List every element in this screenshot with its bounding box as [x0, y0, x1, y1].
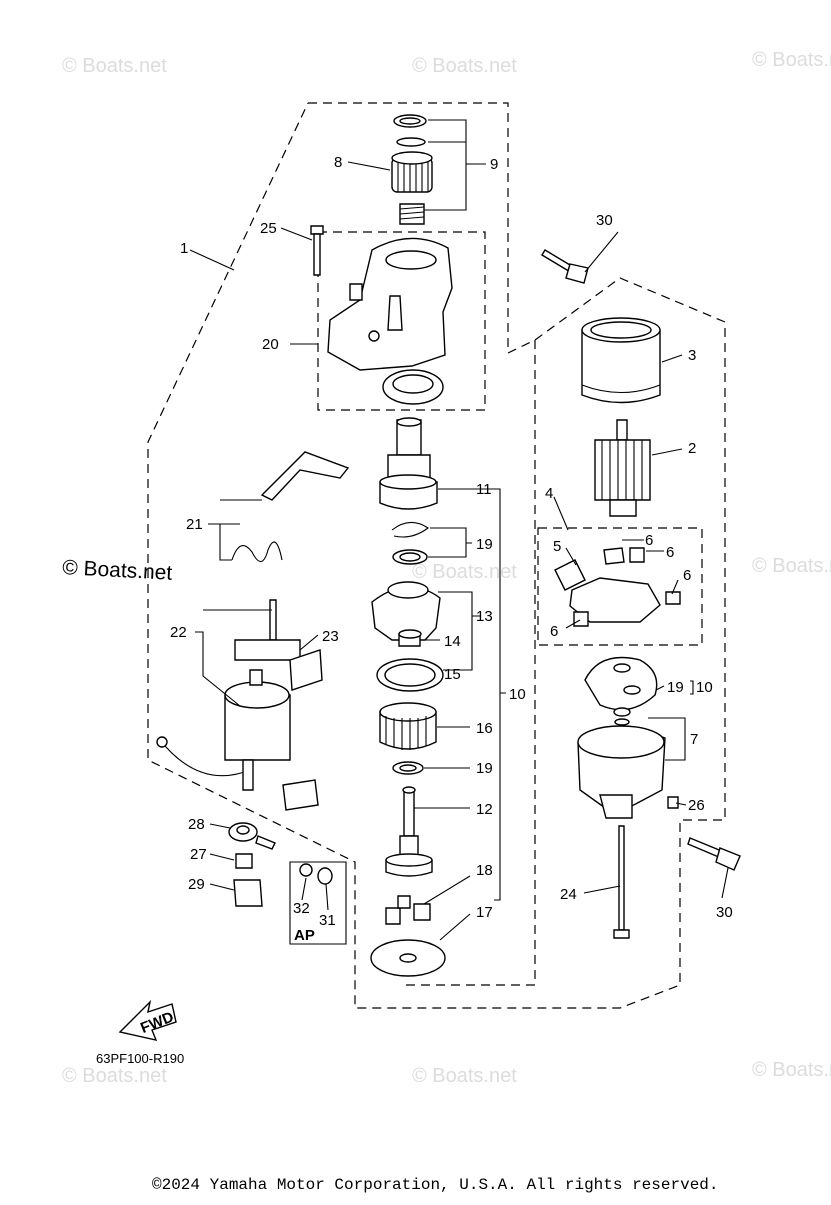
label-16: 16: [476, 720, 493, 737]
label-15: 15: [444, 666, 461, 683]
part-through-bolt-24: [613, 825, 630, 939]
label-29: 29: [188, 876, 205, 893]
part-cover-13: [371, 581, 441, 641]
watermark-text: © Boats.net: [412, 561, 517, 583]
label-23: 23: [322, 628, 339, 645]
part-shaft-12: [385, 786, 433, 877]
part-labels: 1 2 3 4 5 6 6 6 6 7 8 9 10 11 12 13 14 1…: [170, 154, 733, 929]
part-armature-2: [594, 419, 651, 517]
label-13: 13: [476, 608, 493, 625]
label-19b: 19: [476, 760, 493, 777]
part-ring-15: [376, 658, 444, 692]
label-12: 12: [476, 801, 493, 818]
watermark-text: © Boats.net: [752, 49, 831, 71]
part-pinion-group: [391, 114, 433, 225]
ap-box: AP: [289, 861, 347, 945]
part-cap-29: [233, 879, 263, 907]
part-nut-28: [228, 822, 276, 850]
label-26: 26: [688, 797, 705, 814]
label-28: 28: [188, 816, 205, 833]
label-21: 21: [186, 516, 203, 533]
part-rubber-23: [289, 649, 323, 691]
label-5: 5: [553, 538, 561, 555]
label-25: 25: [260, 220, 277, 237]
label-2: 2: [688, 440, 696, 457]
diagram-code: 63PF100-R190: [96, 1051, 184, 1066]
label-14: 14: [444, 633, 461, 650]
watermarks: © Boats.net © Boats.net © Boats.net © Bo…: [62, 49, 831, 1087]
watermark-text: © Boats.net: [752, 1059, 831, 1081]
label-10: 10: [509, 686, 526, 703]
part-clutch-11: [379, 417, 438, 510]
label-6d: 6: [550, 623, 558, 640]
label-27: 27: [190, 846, 207, 863]
label-32: 32: [293, 900, 310, 917]
part-bolt-30-lower: [687, 837, 741, 871]
part-bushing-14: [398, 629, 422, 647]
fwd-arrow: FWD: [118, 999, 177, 1041]
part-nut-27: [235, 853, 253, 869]
part-yoke-3: [581, 317, 661, 404]
leader-lines: [189, 119, 729, 941]
part-housing-20: [327, 237, 453, 405]
part-plate-19: [584, 656, 658, 711]
part-brush-holder-4: [554, 547, 681, 627]
watermark-text: © Boats.net: [752, 555, 831, 577]
label-4: 4: [545, 485, 553, 502]
label-6a: 6: [645, 532, 653, 549]
label-30a: 30: [596, 212, 613, 229]
watermark-dark-text: © Boats.net: [62, 556, 173, 585]
label-19c: 19: [667, 679, 684, 696]
assembly-outline: [147, 102, 726, 1009]
part-end-frame-7: [577, 707, 666, 819]
label-17: 17: [476, 904, 493, 921]
part-lever-21: [231, 451, 350, 563]
copyright-notice: ©2024 Yamaha Motor Corporation, U.S.A. A…: [152, 1176, 719, 1194]
watermark-text: © Boats.net: [412, 55, 517, 77]
label-10b: 10: [696, 679, 713, 696]
label-9: 9: [490, 156, 498, 173]
watermark-text: © Boats.net: [412, 1065, 517, 1087]
part-gears-18: [385, 895, 431, 925]
label-11: 11: [476, 481, 492, 498]
label-7: 7: [690, 731, 698, 748]
part-boot: [282, 779, 319, 811]
watermark-text: © Boats.net: [62, 55, 167, 77]
label-30b: 30: [716, 904, 733, 921]
part-gear-16: [379, 702, 437, 750]
watermark-text: © Boats.net: [62, 1065, 167, 1087]
label-8: 8: [334, 154, 342, 171]
part-clip-19: [391, 521, 429, 565]
label-19a: 19: [476, 536, 493, 553]
part-plate-17: [370, 939, 446, 977]
part-solenoid-22: [156, 599, 301, 791]
label-6b: 6: [666, 544, 674, 561]
part-screw-26: [667, 796, 679, 809]
ap-label: AP: [294, 927, 315, 944]
label-6c: 6: [683, 567, 691, 584]
label-31: 31: [319, 912, 336, 929]
label-20: 20: [262, 336, 279, 353]
part-bolt-25: [310, 225, 324, 276]
label-18: 18: [476, 862, 493, 879]
label-22: 22: [170, 624, 187, 641]
part-bolt-30-upper: [541, 249, 589, 284]
label-3: 3: [688, 347, 696, 364]
label-1: 1: [180, 240, 188, 257]
part-washer-19-lower: [392, 761, 424, 775]
label-24: 24: [560, 886, 577, 903]
